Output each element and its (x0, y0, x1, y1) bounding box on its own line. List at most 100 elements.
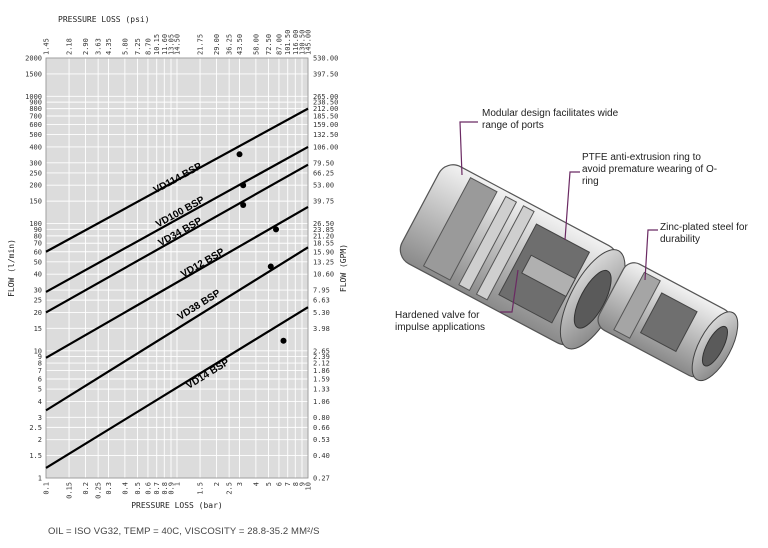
y-tick-label: 2.5 (29, 424, 42, 432)
y-tick-label-gpm: 1.86 (313, 367, 330, 375)
y-tick-label-gpm: 13.25 (313, 258, 334, 266)
y-tick-label: 15 (34, 325, 42, 333)
y-tick-label-gpm: 397.50 (313, 70, 338, 78)
y-tick-label-gpm: 21.20 (313, 232, 334, 240)
y-tick-label: 90 (34, 226, 42, 234)
y-tick-label-gpm: 185.50 (313, 113, 338, 121)
plot-border (45, 57, 309, 479)
y-tick-label: 6 (38, 375, 42, 383)
x-tick-label-psi: 101.50 (284, 30, 292, 55)
y-tick-label: 25 (34, 297, 42, 305)
y-tick-label: 4 (38, 398, 42, 406)
y-tick-label: 3 (38, 414, 42, 422)
series-line (45, 205, 309, 359)
x-tick-label: 0.15 (66, 482, 74, 499)
chart-footnote: OIL = ISO VG32, TEMP = 40C, VISCOSITY = … (48, 526, 320, 537)
leader-line-zinc (644, 229, 658, 281)
x-tick-label: 1 (174, 482, 182, 486)
y-axis-title: FLOW (l/min) (7, 239, 16, 297)
y-tick-label: 30 (34, 287, 42, 295)
x-tick-label: 3 (236, 482, 244, 486)
x-tick-label: 0.8 (161, 482, 169, 495)
series-marker (236, 151, 243, 158)
y-tick-label-gpm: 15.90 (313, 248, 334, 256)
x-tick-label: 0.3 (105, 482, 113, 495)
y-tick-label: 50 (34, 258, 42, 266)
x-tick-label-psi: 1.45 (43, 38, 51, 55)
y-tick-label: 250 (29, 169, 42, 177)
y-tick-label: 2000 (25, 55, 42, 63)
y-tick-label-gpm: 132.50 (313, 131, 338, 139)
x-tick-label: 0.4 (121, 482, 129, 495)
y-tick-label-gpm: 2.12 (313, 360, 330, 368)
y-tick-label-gpm: 26.50 (313, 220, 334, 228)
callout-valve: Hardened valve for impulse applications (395, 310, 486, 333)
x-tick-label: 5 (265, 482, 273, 486)
y-tick-label: 70 (34, 240, 42, 248)
female-coupling-icon (399, 164, 626, 350)
y-tick-label-gpm: 0.27 (313, 475, 330, 483)
y-tick-label-gpm: 7.95 (313, 287, 330, 295)
x-tick-label: 9 (299, 482, 307, 486)
callout-ptfe: PTFE anti-extrusion ring to avoid premat… (582, 152, 718, 187)
y-tick-label: 150 (29, 198, 42, 206)
x-tick-label: 0.1 (43, 482, 51, 495)
y-tick-label-gpm: 0.53 (313, 436, 330, 444)
y-tick-label-gpm: 1.59 (313, 375, 330, 383)
series-line (45, 145, 309, 293)
x-tick-label: 0.5 (134, 482, 142, 495)
leader-line-valve (500, 269, 519, 313)
x-tick-label-psi: 29.00 (213, 34, 221, 55)
x-tick-label: 2.5 (226, 482, 234, 495)
leader-line-ptfe (564, 171, 580, 241)
series-line (45, 163, 309, 314)
y-tick-label: 60 (34, 248, 42, 256)
y-tick-label-gpm: 18.55 (313, 240, 334, 248)
y-axis-title-right: FLOW (GPM) (339, 244, 348, 292)
y-tick-label-gpm: 5.30 (313, 309, 330, 317)
x-tick-label-psi: 5.80 (121, 38, 129, 55)
series-line (45, 246, 309, 412)
y-tick-label: 1000 (25, 93, 42, 101)
y-tick-label: 400 (29, 143, 42, 151)
x-tick-label-psi: 36.25 (226, 34, 234, 55)
y-tick-label-gpm: 1.33 (313, 386, 330, 394)
x-tick-label: 1.5 (197, 482, 205, 495)
y-tick-label: 100 (29, 220, 42, 228)
y-tick-label: 20 (34, 309, 42, 317)
x-tick-label-psi: 3.63 (95, 38, 103, 55)
x-tick-label: 0.9 (168, 482, 176, 495)
series-marker (280, 337, 287, 344)
x-tick-label: 6 (275, 482, 283, 486)
x-tick-label: 8 (292, 482, 300, 486)
series-lines (45, 107, 309, 469)
x-tick-label-psi: 7.25 (134, 38, 142, 55)
male-coupling-icon (597, 262, 739, 382)
x-tick-label-psi: 87.00 (275, 34, 283, 55)
leader-line-modular (459, 121, 478, 176)
x-tick-label-psi: 11.60 (161, 34, 169, 55)
y-tick-label-gpm: 265.00 (313, 93, 338, 101)
y-tick-label: 200 (29, 182, 42, 190)
x-tick-label-psi: 13.05 (168, 34, 176, 55)
y-tick-label: 1.5 (29, 452, 42, 460)
callout-modular: Modular design facilitates wide range of… (482, 108, 619, 131)
x-axis-title: PRESSURE LOSS (bar) (131, 501, 223, 510)
y-tick-label: 2 (38, 436, 42, 444)
y-tick-label-gpm: 2.39 (313, 353, 330, 361)
y-tick-label: 8 (38, 360, 42, 368)
y-tick-label: 7 (38, 367, 42, 375)
y-tick-label: 900 (29, 99, 42, 107)
coupling-illustration (399, 121, 739, 382)
series-line (45, 306, 309, 469)
y-tick-label: 80 (34, 232, 42, 240)
y-tick-label-gpm: 159.00 (313, 121, 338, 129)
y-tick-label-gpm: 2.65 (313, 347, 330, 355)
x-tick-label-psi: 145.00 (305, 30, 313, 55)
series-marker (273, 226, 280, 233)
x-tick-label-psi: 2.90 (82, 38, 90, 55)
y-tick-label-gpm: 106.00 (313, 143, 338, 151)
y-tick-label: 300 (29, 159, 42, 167)
x-tick-label: 7 (284, 482, 292, 486)
y-tick-label: 600 (29, 121, 42, 129)
